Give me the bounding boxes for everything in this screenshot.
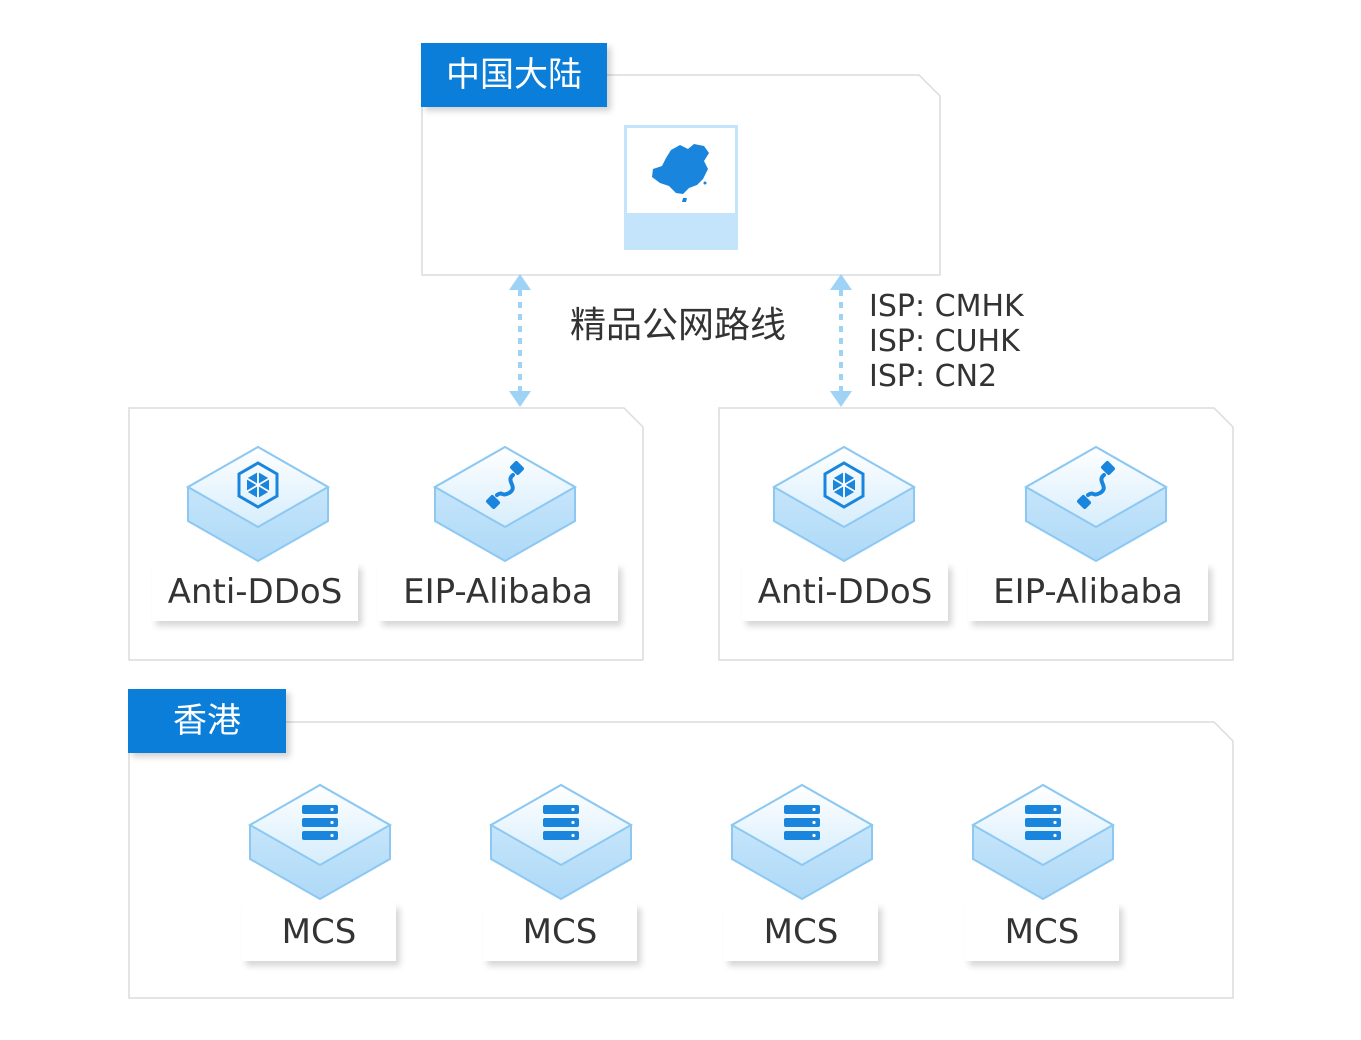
- eip-block: [432, 445, 578, 563]
- mcs-block: [970, 783, 1116, 901]
- server-stack-icon: [1025, 805, 1061, 840]
- panel-frame: [128, 721, 1234, 999]
- mcs-block: [729, 783, 875, 901]
- cube-shield-icon: [237, 461, 279, 509]
- route-label: 精品公网路线: [570, 305, 787, 346]
- link-arrow-right: [830, 274, 852, 407]
- mcs-block: [247, 783, 393, 901]
- service-label: EIP-Alibaba: [968, 563, 1208, 621]
- server-stack-icon: [302, 805, 338, 840]
- service-label: Anti-DDoS: [742, 563, 948, 621]
- isp-line: ISP: CN2: [869, 359, 998, 394]
- anti-ddos-block: [771, 445, 917, 563]
- cable-link-icon: [1077, 461, 1115, 509]
- service-label: MCS: [483, 903, 637, 961]
- china-map-icon: [624, 125, 738, 250]
- cube-shield-icon: [823, 461, 865, 509]
- service-label: EIP-Alibaba: [378, 563, 618, 621]
- service-label: MCS: [724, 903, 878, 961]
- anti-ddos-block: [185, 445, 331, 563]
- eip-block: [1023, 445, 1169, 563]
- mcs-block: [488, 783, 634, 901]
- region-tag-hongkong: 香港: [128, 689, 286, 753]
- service-label: MCS: [242, 903, 396, 961]
- region-tag-mainland: 中国大陆: [421, 43, 607, 107]
- service-label: MCS: [965, 903, 1119, 961]
- link-arrow-left: [509, 274, 531, 407]
- isp-line: ISP: CUHK: [869, 324, 1020, 359]
- region-hongkong-panel: [128, 721, 1234, 999]
- server-stack-icon: [543, 805, 579, 840]
- server-stack-icon: [784, 805, 820, 840]
- cable-link-icon: [486, 461, 524, 509]
- service-label: Anti-DDoS: [152, 563, 358, 621]
- isp-line: ISP: CMHK: [869, 289, 1024, 324]
- isp-list: ISP: CMHK ISP: CUHK ISP: CN2: [869, 289, 1024, 394]
